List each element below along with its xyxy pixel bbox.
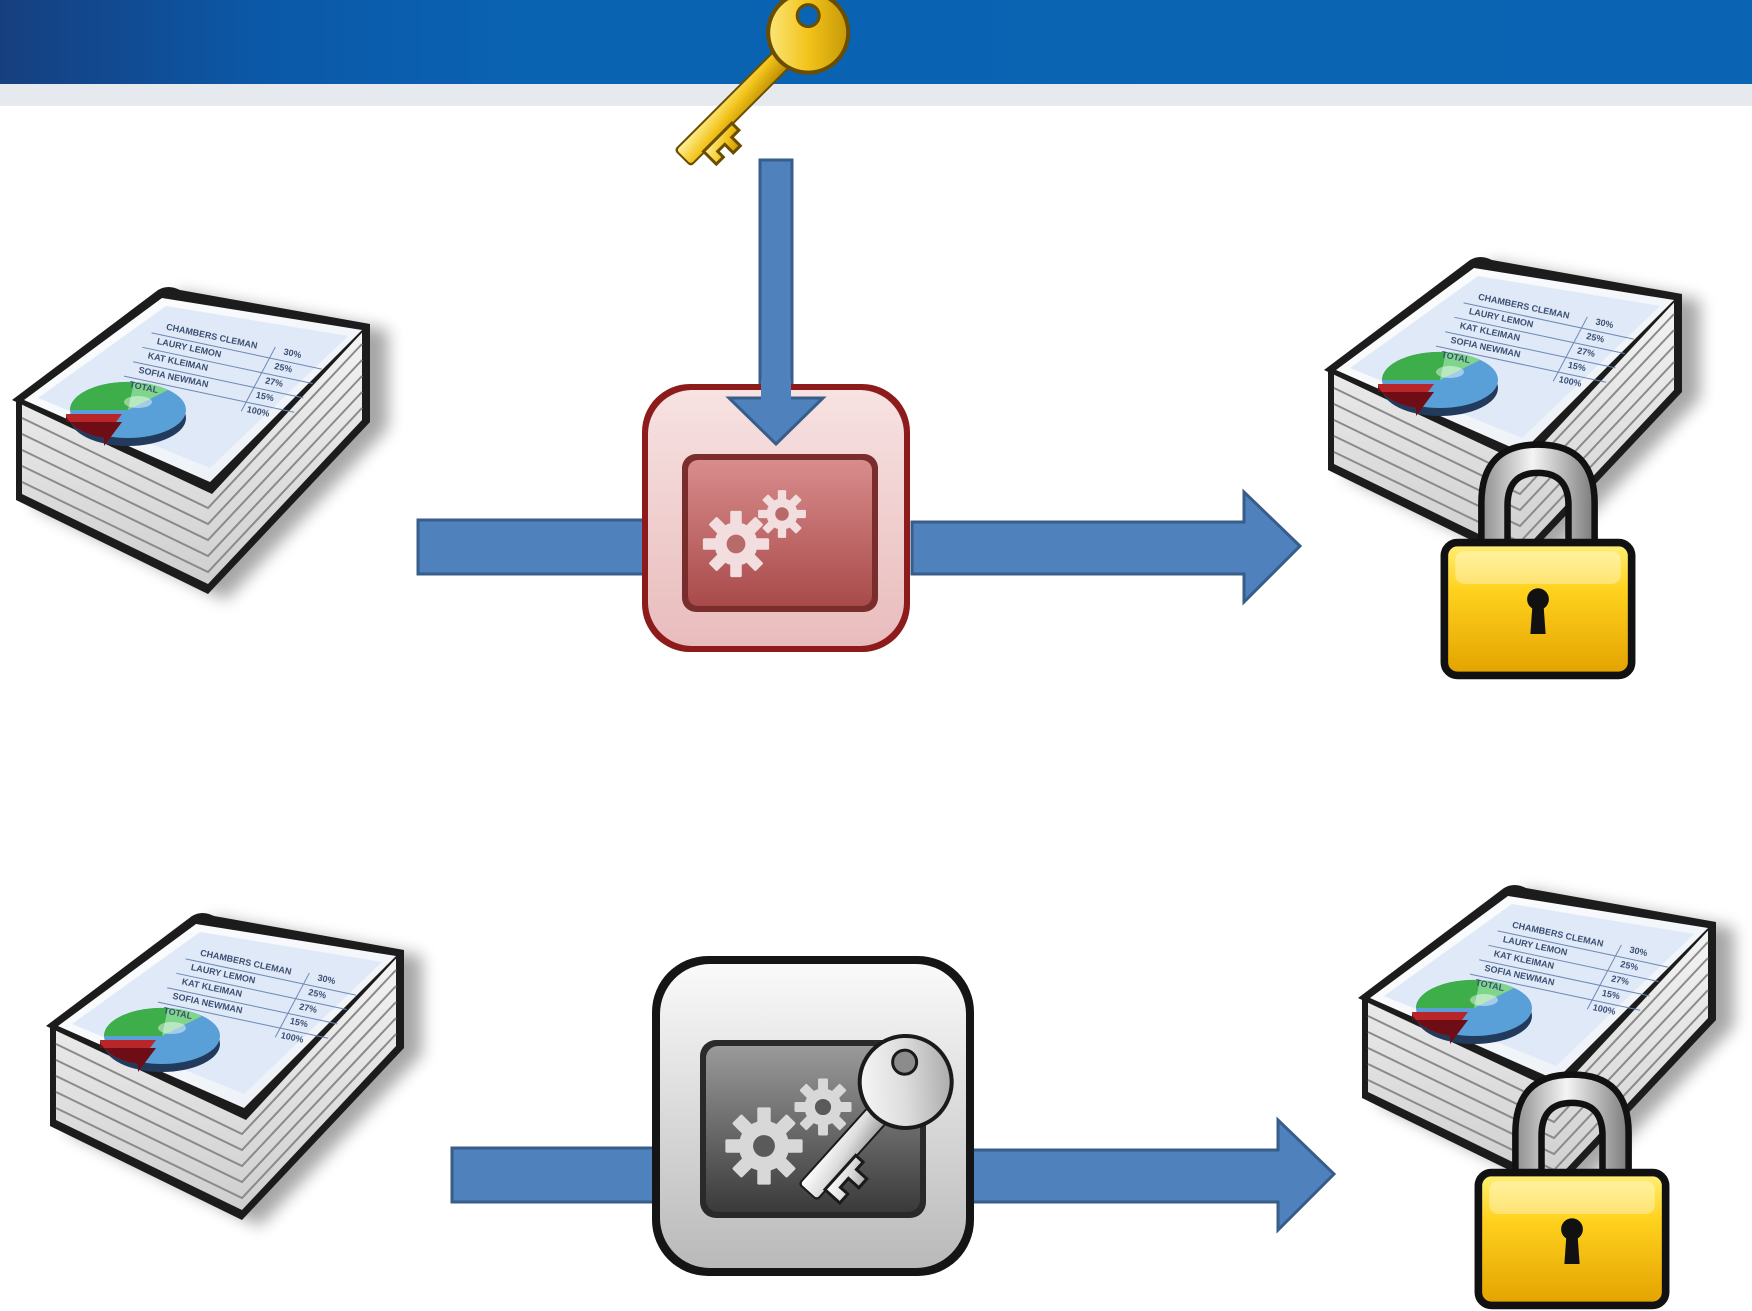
table-row-value: 27%: [264, 375, 284, 389]
table-row-value: 30%: [1595, 317, 1615, 331]
table-row-value: 15%: [1601, 988, 1621, 1002]
table-row-value: 30%: [283, 347, 303, 361]
table-row-value: 25%: [1620, 959, 1640, 973]
plaintext-input-arrow-2: [450, 1146, 678, 1204]
table-row-value: 15%: [255, 390, 275, 404]
table-row-value: 100%: [246, 404, 271, 419]
table-row-value: 25%: [308, 987, 328, 1001]
ciphertext-output-arrow-2: [956, 1116, 1337, 1234]
table-row-value: 30%: [317, 973, 337, 987]
gears-processor-with-key-icon: [652, 956, 974, 1276]
table-row-value: 100%: [280, 1030, 305, 1045]
table-row-value: 27%: [1576, 345, 1596, 359]
plaintext-input-arrow: [416, 518, 652, 576]
table-row-value: 30%: [1629, 945, 1649, 959]
table-row-value: 25%: [1586, 331, 1606, 345]
ciphertext-output-arrow: [910, 488, 1303, 606]
table-row-value: 27%: [1610, 973, 1630, 987]
table-row-value: 27%: [298, 1001, 318, 1015]
table-row-value: 15%: [1567, 360, 1587, 374]
silver-key-icon: [799, 1033, 954, 1206]
header-rule: [0, 84, 1752, 106]
table-row-value: 100%: [1558, 374, 1583, 389]
gold-key-icon: [675, 0, 851, 167]
table-row-value: 15%: [289, 1016, 309, 1030]
header-band: [0, 0, 1752, 84]
table-row-value: 25%: [274, 361, 294, 375]
table-row-value: 100%: [1592, 1002, 1617, 1017]
gears-processor-icon: [642, 384, 910, 652]
